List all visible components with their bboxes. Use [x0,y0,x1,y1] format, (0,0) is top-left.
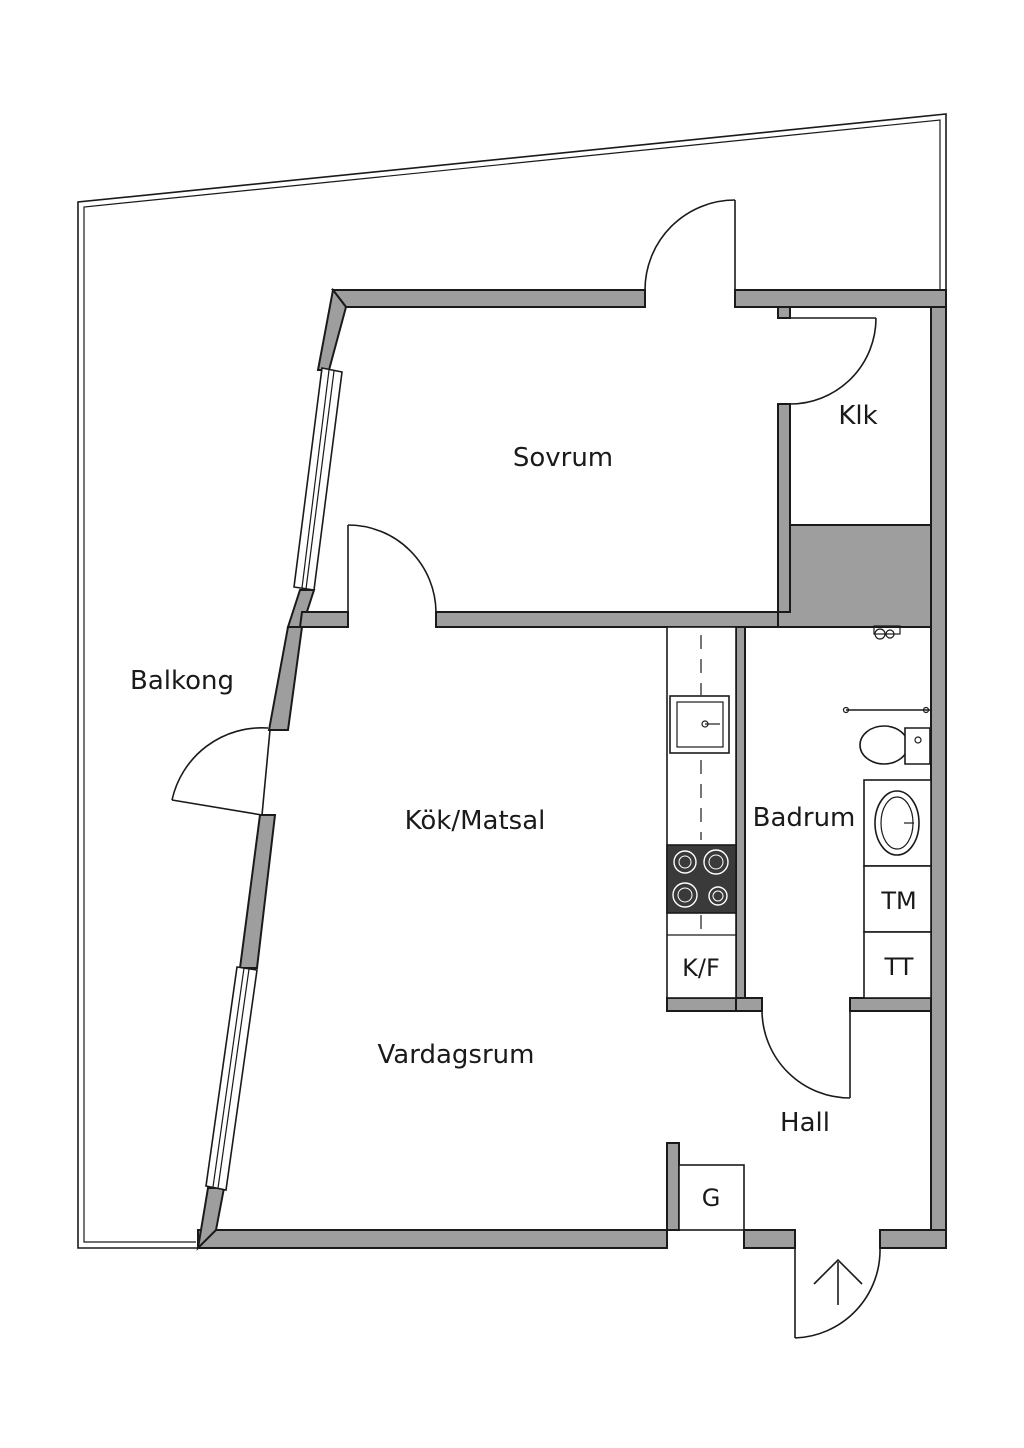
room-label-klk: Klk [838,401,877,431]
shower-fixture [873,625,901,640]
balcony-outline [77,113,947,1249]
room-label-badrum: Badrum [753,803,856,833]
window-bedroom [293,367,343,591]
exterior-walls [196,287,947,1251]
fixture-label-kf: K/F [682,954,720,982]
room-label-hall: Hall [780,1108,830,1138]
fixture-label-tm: TM [880,887,916,915]
bathroom-sink [863,779,932,867]
interior-walls [298,306,932,1231]
door-entrance[interactable] [794,1247,881,1339]
room-label-kok-matsal: Kök/Matsal [405,806,546,836]
fixture-label-tt: TT [884,953,914,981]
window-living-room [205,966,258,1191]
door-balcony-top[interactable] [644,199,736,291]
door-klk[interactable] [789,317,877,405]
door-balcony-west[interactable] [171,727,271,816]
room-label-sovrum: Sovrum [513,443,613,473]
door-bedroom[interactable] [347,524,437,613]
stove [666,844,737,914]
kitchen-sink [669,695,730,754]
fixture-label-g: G [702,1184,721,1212]
room-label-vardagsrum: Vardagsrum [378,1040,535,1070]
shower-rail [842,706,931,714]
door-bathroom[interactable] [761,1010,851,1099]
kitchen-counter [666,626,737,999]
wardrobe-box [678,1164,745,1231]
room-label-balkong: Balkong [130,666,234,696]
dryer-box [863,931,932,999]
toilet-icon [859,725,931,765]
